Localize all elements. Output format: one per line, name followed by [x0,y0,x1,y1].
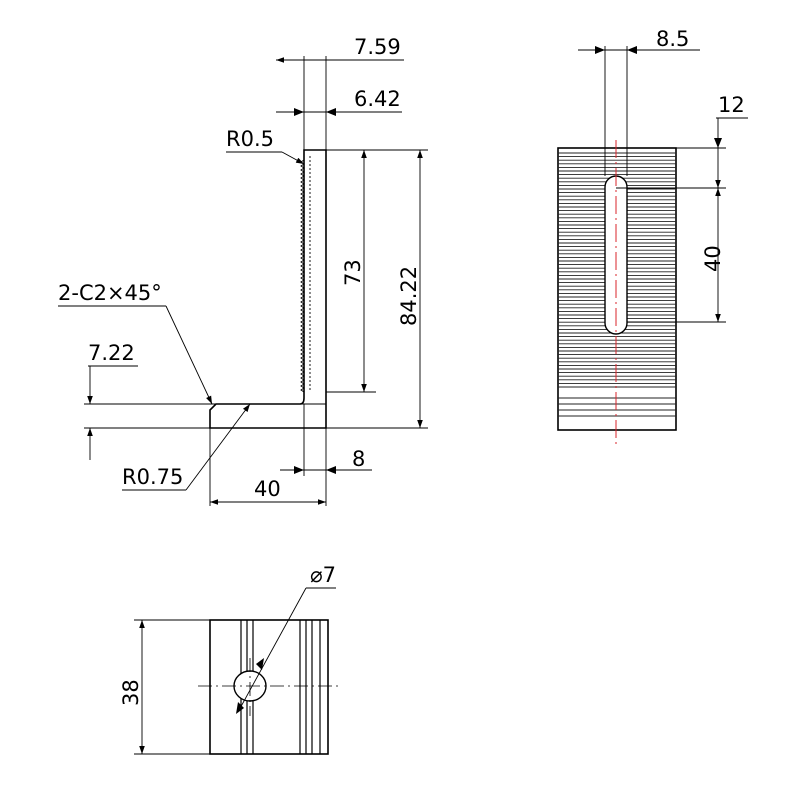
radius-top-leader [281,151,305,165]
arrow-8-right [326,466,336,474]
dim-40-width: 40 [254,477,281,501]
dim-40-slot: 40 [701,245,725,272]
arrow-6-42-right [326,108,336,116]
dim-12: 12 [718,93,745,117]
radius-top-label: R0.5 [226,127,274,151]
hole-diameter: ⌀7 [310,563,336,587]
arrow-8-left [294,466,304,474]
front-view: 8.5 12 40 [557,27,748,444]
arrow-12-top [714,138,722,148]
dim-7-22: 7.22 [88,341,135,365]
hole-leader [237,587,307,713]
dim-8: 8 [352,447,365,471]
bottom-outline [209,619,329,755]
radius-base-leader [185,403,251,491]
plate-outline [557,147,677,431]
dim-8-5: 8.5 [656,27,689,51]
chamfer-leader [165,305,213,405]
serration-teeth [300,159,305,393]
radius-base-label: R0.75 [122,465,183,489]
arrow-8-5-right [627,46,637,54]
arrow-6-42-left [294,108,304,116]
serrated-edge [300,156,311,393]
dim-6-42: 6.42 [354,87,401,111]
dim-73: 73 [341,259,365,286]
arrow-8-5-left [595,46,605,54]
hole-arrow-1 [256,658,264,670]
l-profile-outline [209,149,327,429]
hole-arrow-2 [236,702,244,714]
dim-38: 38 [119,679,143,706]
bottom-view: ⌀7 38 [119,563,340,755]
dim-84-22: 84.22 [397,266,421,326]
chamfer-label: 2-C2×45° [58,281,162,305]
dim-7-59: 7.59 [354,35,401,59]
side-view: 7.59 6.42 R0.5 73 84.22 2-C2×45° 7.22 R0… [58,35,428,506]
